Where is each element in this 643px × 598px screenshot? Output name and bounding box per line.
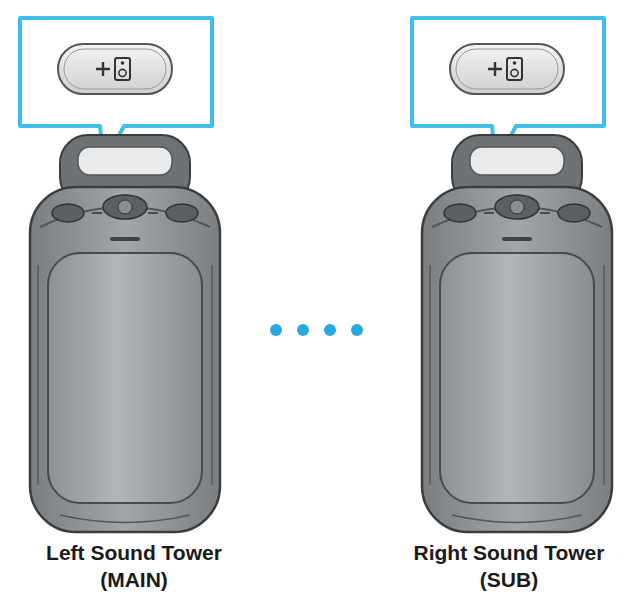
speaker-label: (SUB) xyxy=(379,567,639,593)
speaker-label: (MAIN) xyxy=(4,567,264,593)
speaker-label: Right Sound Tower xyxy=(379,540,639,566)
speaker-label: Left Sound Tower xyxy=(4,540,264,566)
